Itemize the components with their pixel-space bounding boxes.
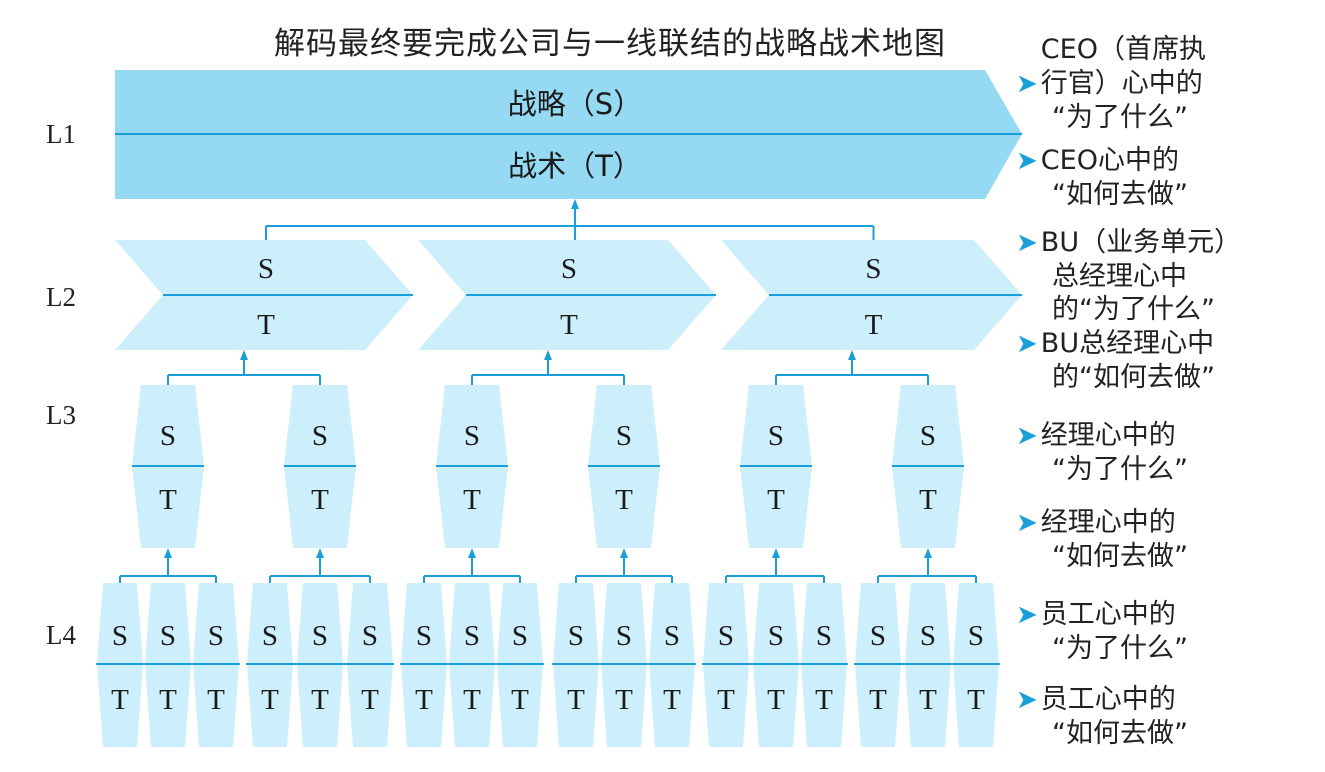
- l4-t-label: T: [919, 684, 937, 716]
- l4-t-label: T: [311, 684, 329, 716]
- l4-s-label: S: [112, 620, 128, 652]
- l4-s-label: S: [718, 620, 734, 652]
- l1-tactics-label: 战术（T）: [508, 149, 642, 183]
- l4-t-label: T: [615, 684, 633, 716]
- l3-t-label: T: [463, 484, 481, 516]
- note-arrow-icon: ➤: [1016, 600, 1038, 630]
- arrow-up-icon: [848, 350, 856, 360]
- note-arrow-icon: ➤: [1016, 146, 1038, 176]
- note-arrow-icon: ➤: [1016, 329, 1038, 359]
- l4-t-label: T: [967, 684, 985, 716]
- note-ceo-why: ➤CEO（首席执 ➤行官）心中的 “为了什么”: [1016, 34, 1206, 133]
- note-arrow-icon: ➤: [1016, 508, 1038, 538]
- l4-s-label: S: [416, 620, 432, 652]
- l3-t-label: T: [311, 484, 329, 516]
- note-arrow-icon: ➤: [1016, 228, 1038, 258]
- l4-s-label: S: [464, 620, 480, 652]
- l4-s-label: S: [568, 620, 584, 652]
- l3-s-label: S: [160, 420, 176, 452]
- level-label-l4: L4: [46, 620, 76, 650]
- l3-t-label: T: [615, 484, 633, 516]
- l4-s-label: S: [512, 620, 528, 652]
- l2-s-label: S: [258, 253, 274, 285]
- arrow-up-icon: [240, 350, 248, 360]
- l4-s-label: S: [312, 620, 328, 652]
- l4-s-label: S: [870, 620, 886, 652]
- l4-s-label: S: [262, 620, 278, 652]
- arrow-up-icon: [544, 350, 552, 360]
- l4-s-label: S: [816, 620, 832, 652]
- l3-t-label: T: [159, 484, 177, 516]
- arrow-up-icon: [924, 548, 932, 558]
- l3-s-label: S: [464, 420, 480, 452]
- level-label-l3: L3: [46, 400, 76, 430]
- note-arrow-icon: ➤: [1016, 69, 1038, 99]
- l2-t-label: T: [865, 309, 883, 341]
- l4-t-label: T: [111, 684, 129, 716]
- l4-t-label: T: [361, 684, 379, 716]
- l4-t-label: T: [159, 684, 177, 716]
- arrow-up-icon: [620, 548, 628, 558]
- arrow-up-icon: [571, 199, 579, 209]
- diagram-title: 解码最终要完成公司与一线联结的战略战术地图: [274, 26, 946, 62]
- arrow-up-icon: [316, 548, 324, 558]
- l3-s-label: S: [920, 420, 936, 452]
- arrow-up-icon: [164, 548, 172, 558]
- l4-t-label: T: [767, 684, 785, 716]
- l3-t-label: T: [767, 484, 785, 516]
- note-bu-how: ➤BU总经理心中 的“如何去做”: [1016, 328, 1215, 393]
- l3-s-label: S: [616, 420, 632, 452]
- l3-t-label: T: [919, 484, 937, 516]
- l4-s-label: S: [208, 620, 224, 652]
- l2-t-label: T: [560, 309, 578, 341]
- l4-t-label: T: [567, 684, 585, 716]
- note-employee-why: ➤员工心中的 “为了什么”: [1016, 599, 1188, 664]
- note-bu-why: ➤BU（业务单元） 总经理心中 的“为了什么”: [1016, 227, 1242, 325]
- note-arrow-icon: ➤: [1016, 685, 1038, 715]
- l4-t-label: T: [207, 684, 225, 716]
- note-ceo-how: ➤CEO心中的 “如何去做”: [1016, 145, 1188, 210]
- note-arrow-icon: ➤: [1016, 421, 1038, 451]
- note-employee-how: ➤员工心中的 “如何去做”: [1016, 684, 1188, 749]
- l4-t-label: T: [261, 684, 279, 716]
- note-manager-why: ➤经理心中的 “为了什么”: [1016, 420, 1188, 485]
- l4-t-label: T: [717, 684, 735, 716]
- l4-t-label: T: [463, 684, 481, 716]
- l4-s-label: S: [968, 620, 984, 652]
- l4-t-label: T: [869, 684, 887, 716]
- l4-t-label: T: [415, 684, 433, 716]
- level-label-l1: L1: [46, 119, 76, 149]
- l4-s-label: S: [920, 620, 936, 652]
- l4-t-label: T: [663, 684, 681, 716]
- note-manager-how: ➤经理心中的 “如何去做”: [1016, 507, 1188, 572]
- l3-s-label: S: [312, 420, 328, 452]
- l4-s-label: S: [160, 620, 176, 652]
- l1-strategy-label: 战略（S）: [508, 87, 642, 121]
- arrow-up-icon: [772, 548, 780, 558]
- l4-t-label: T: [511, 684, 529, 716]
- l3-s-label: S: [768, 420, 784, 452]
- l4-s-label: S: [664, 620, 680, 652]
- level-label-l2: L2: [46, 282, 76, 312]
- l4-t-label: T: [815, 684, 833, 716]
- l2-s-label: S: [865, 253, 881, 285]
- l4-s-label: S: [616, 620, 632, 652]
- l2-t-label: T: [257, 309, 275, 341]
- arrow-up-icon: [468, 548, 476, 558]
- l2-s-label: S: [561, 253, 577, 285]
- l4-s-label: S: [768, 620, 784, 652]
- l4-s-label: S: [362, 620, 378, 652]
